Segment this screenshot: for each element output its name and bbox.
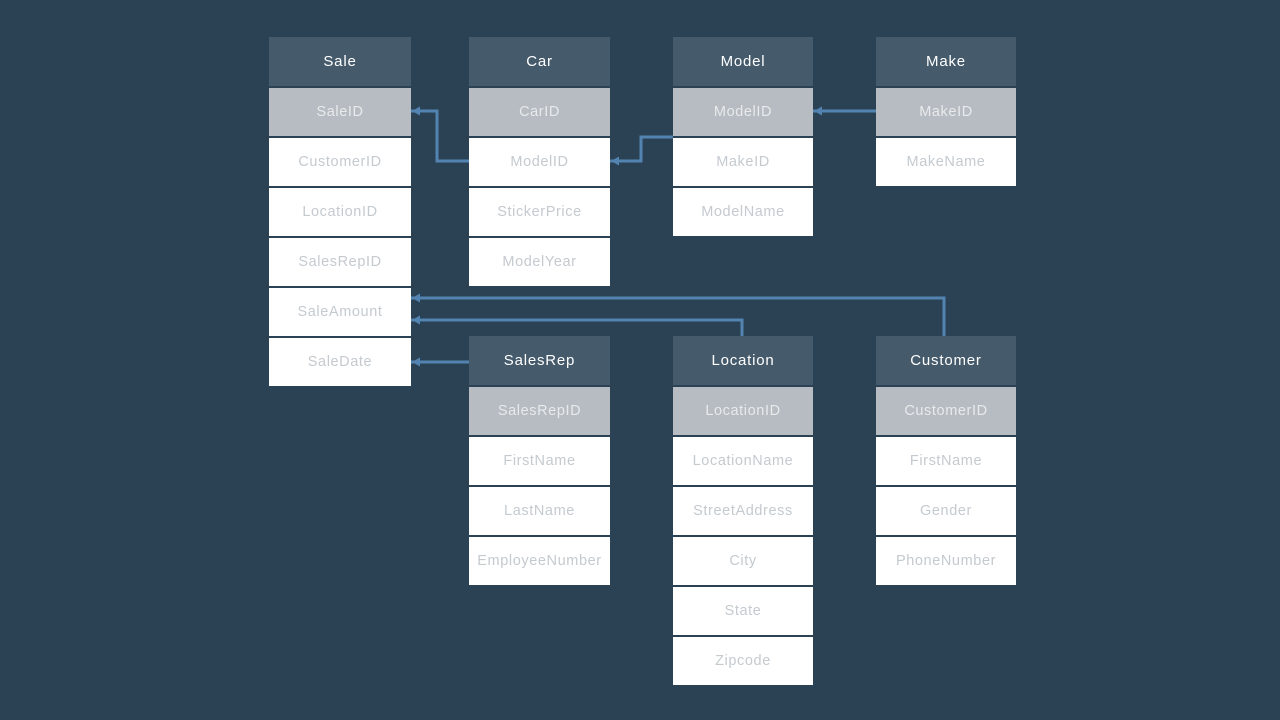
connector-sale-locationid-to-location xyxy=(411,318,744,337)
connector-sale-customerid-to-customer xyxy=(411,296,946,337)
field-row-saledate: SaleDate xyxy=(269,338,411,386)
field-row-makeid: MakeID xyxy=(673,138,813,186)
arrowhead-icon xyxy=(412,357,420,367)
pk-row-modelid: ModelID xyxy=(673,88,813,136)
field-row-firstname: FirstName xyxy=(469,437,610,485)
field-row-locationname: LocationName xyxy=(673,437,813,485)
table-title-car: Car xyxy=(469,37,610,86)
field-row-zipcode: Zipcode xyxy=(673,637,813,685)
field-row-makename: MakeName xyxy=(876,138,1016,186)
pk-row-makeid: MakeID xyxy=(876,88,1016,136)
pk-row-carid: CarID xyxy=(469,88,610,136)
connector-car-modelid-to-model-modelid xyxy=(610,135,673,163)
table-title-location: Location xyxy=(673,336,813,385)
field-row-stickerprice: StickerPrice xyxy=(469,188,610,236)
field-row-city: City xyxy=(673,537,813,585)
arrowhead-icon xyxy=(412,293,420,303)
field-row-modelyear: ModelYear xyxy=(469,238,610,286)
table-title-customer: Customer xyxy=(876,336,1016,385)
arrowhead-icon xyxy=(412,315,420,325)
pk-row-customerid: CustomerID xyxy=(876,387,1016,435)
table-title-make: Make xyxy=(876,37,1016,86)
table-title-model: Model xyxy=(673,37,813,86)
field-row-customerid: CustomerID xyxy=(269,138,411,186)
field-row-streetaddress: StreetAddress xyxy=(673,487,813,535)
table-title-salesrep: SalesRep xyxy=(469,336,610,385)
connector-sale-saleid-to-car-modelid xyxy=(411,109,469,163)
pk-row-saleid: SaleID xyxy=(269,88,411,136)
field-row-phonenumber: PhoneNumber xyxy=(876,537,1016,585)
field-row-modelid: ModelID xyxy=(469,138,610,186)
field-row-gender: Gender xyxy=(876,487,1016,535)
table-title-sale: Sale xyxy=(269,37,411,86)
arrowhead-icon xyxy=(611,156,619,166)
pk-row-salesrepid: SalesRepID xyxy=(469,387,610,435)
field-row-salesrepid: SalesRepID xyxy=(269,238,411,286)
field-row-modelname: ModelName xyxy=(673,188,813,236)
field-row-employeenumber: EmployeeNumber xyxy=(469,537,610,585)
field-row-firstname: FirstName xyxy=(876,437,1016,485)
pk-row-locationid: LocationID xyxy=(673,387,813,435)
field-row-locationid: LocationID xyxy=(269,188,411,236)
arrowhead-icon xyxy=(412,106,420,116)
field-row-saleamount: SaleAmount xyxy=(269,288,411,336)
field-row-lastname: LastName xyxy=(469,487,610,535)
arrowhead-icon xyxy=(814,106,822,116)
field-row-state: State xyxy=(673,587,813,635)
